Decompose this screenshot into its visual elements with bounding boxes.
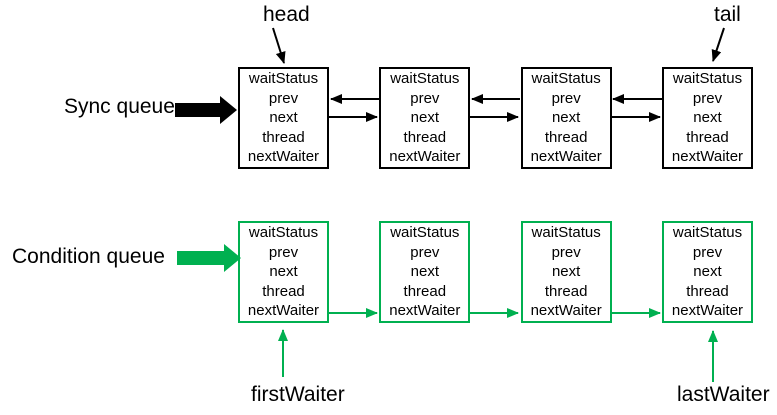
- queue-node: waitStatus prev next thread nextWaiter: [238, 221, 329, 323]
- last-waiter-label: lastWaiter: [677, 383, 770, 406]
- queue-node: waitStatus prev next thread nextWaiter: [661, 221, 753, 323]
- node-field-next: next: [410, 263, 439, 281]
- node-field-prev: prev: [410, 89, 440, 107]
- queue-node: waitStatus prev next thread nextWaiter: [238, 67, 329, 169]
- node-field-prev: prev: [692, 243, 723, 261]
- node-field-next: next: [551, 263, 581, 281]
- node-field-waitstatus: waitStatus: [248, 70, 319, 87]
- node-field-prev: prev: [551, 243, 581, 261]
- node-field-waitstatus: waitStatus: [531, 224, 601, 241]
- node-field-waitstatus: waitStatus: [531, 70, 601, 87]
- first-waiter-label: firstWaiter: [251, 383, 345, 406]
- node-field-nextwaiter: nextWaiter: [671, 148, 744, 166]
- node-field-thread: thread: [544, 128, 588, 146]
- node-field-prev: prev: [268, 243, 299, 261]
- node-field-thread: thread: [262, 128, 305, 146]
- node-field-nextwaiter: nextWaiter: [247, 148, 320, 166]
- queue-node: waitStatus prev next thread nextWaiter: [520, 221, 612, 323]
- sync-queue-block-arrow: [175, 96, 237, 124]
- node-field-next: next: [551, 109, 581, 127]
- node-field-thread: thread: [686, 128, 729, 146]
- node-field-prev: prev: [410, 243, 440, 261]
- node-field-prev: prev: [692, 89, 723, 107]
- tail-pointer-arrow: [711, 27, 725, 62]
- node-field-next: next: [269, 263, 298, 281]
- sync-queue-label: Sync queue: [64, 95, 175, 118]
- node-field-thread: thread: [686, 282, 729, 300]
- node-field-nextwaiter: nextWaiter: [247, 302, 320, 320]
- node-field-next: next: [693, 263, 722, 281]
- condition-queue-row: waitStatus prev next thread nextWaiter w…: [238, 221, 753, 323]
- sync-queue-row: waitStatus prev next thread nextWaiter w…: [238, 67, 753, 169]
- condition-queue-label: Condition queue: [12, 245, 165, 268]
- queue-node: waitStatus prev next thread nextWaiter: [661, 67, 753, 169]
- tail-label: tail: [714, 3, 741, 26]
- node-field-waitstatus: waitStatus: [672, 224, 743, 241]
- queue-node: waitStatus prev next thread nextWaiter: [379, 67, 471, 169]
- node-field-waitstatus: waitStatus: [390, 70, 460, 87]
- queue-node: waitStatus prev next thread nextWaiter: [379, 221, 471, 323]
- node-field-next: next: [269, 109, 298, 127]
- node-field-nextwaiter: nextWaiter: [389, 302, 461, 320]
- node-field-waitstatus: waitStatus: [390, 224, 460, 241]
- head-pointer-arrow: [272, 27, 286, 64]
- node-field-next: next: [410, 109, 439, 127]
- head-label: head: [263, 3, 310, 26]
- node-field-prev: prev: [268, 89, 299, 107]
- node-field-prev: prev: [551, 89, 581, 107]
- node-field-thread: thread: [544, 282, 588, 300]
- node-field-thread: thread: [403, 282, 447, 300]
- node-field-nextwaiter: nextWaiter: [530, 302, 602, 320]
- node-field-thread: thread: [262, 282, 305, 300]
- node-field-nextwaiter: nextWaiter: [671, 302, 744, 320]
- queue-node: waitStatus prev next thread nextWaiter: [520, 67, 612, 169]
- node-field-waitstatus: waitStatus: [672, 70, 743, 87]
- node-field-thread: thread: [403, 128, 447, 146]
- node-field-nextwaiter: nextWaiter: [389, 148, 461, 166]
- node-field-nextwaiter: nextWaiter: [530, 148, 602, 166]
- node-field-next: next: [693, 109, 722, 127]
- node-field-waitstatus: waitStatus: [248, 224, 319, 241]
- condition-queue-block-arrow: [177, 244, 241, 272]
